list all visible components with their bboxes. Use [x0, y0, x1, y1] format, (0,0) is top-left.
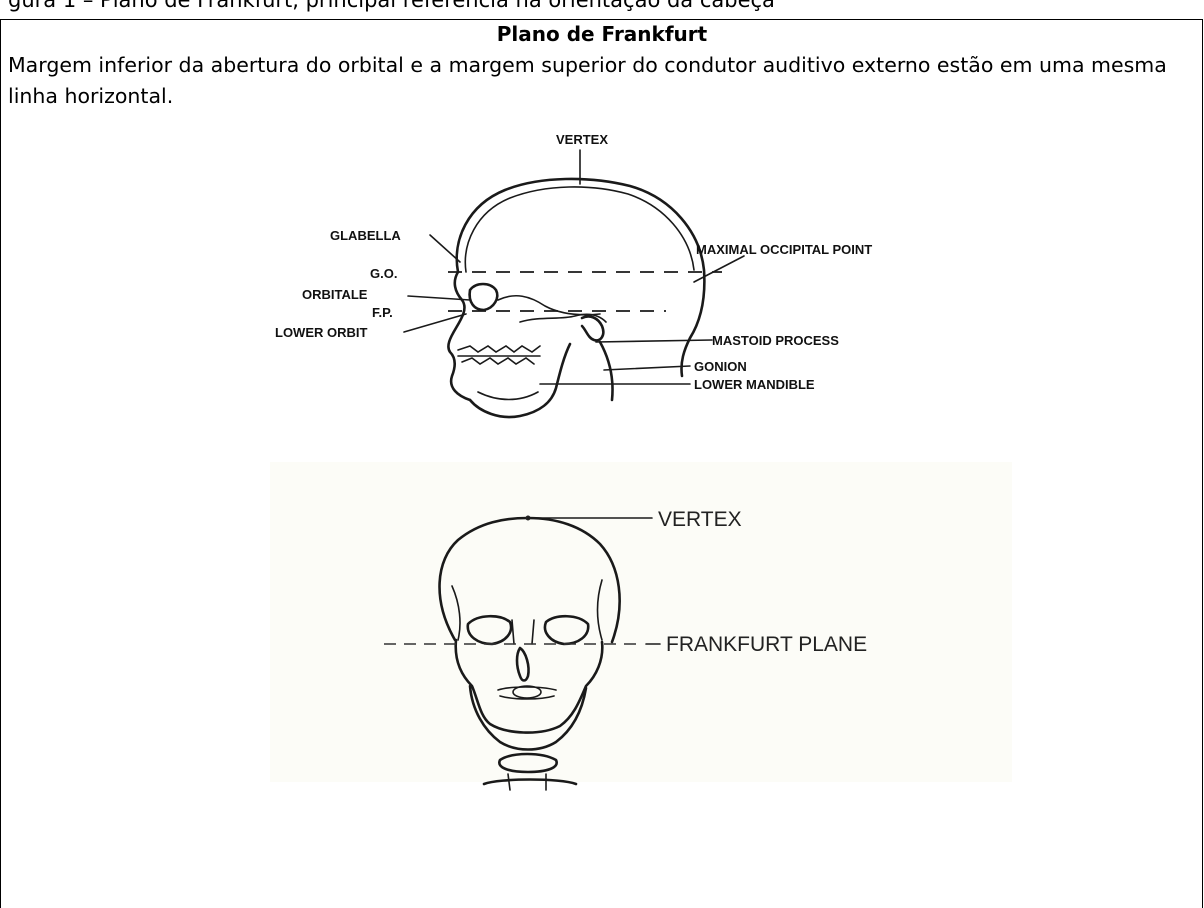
- label-vertex-frontal: VERTEX: [658, 508, 742, 531]
- scan-background: [270, 462, 1012, 782]
- label-frankfurt-plane: FRANKFURT PLANE: [666, 633, 867, 656]
